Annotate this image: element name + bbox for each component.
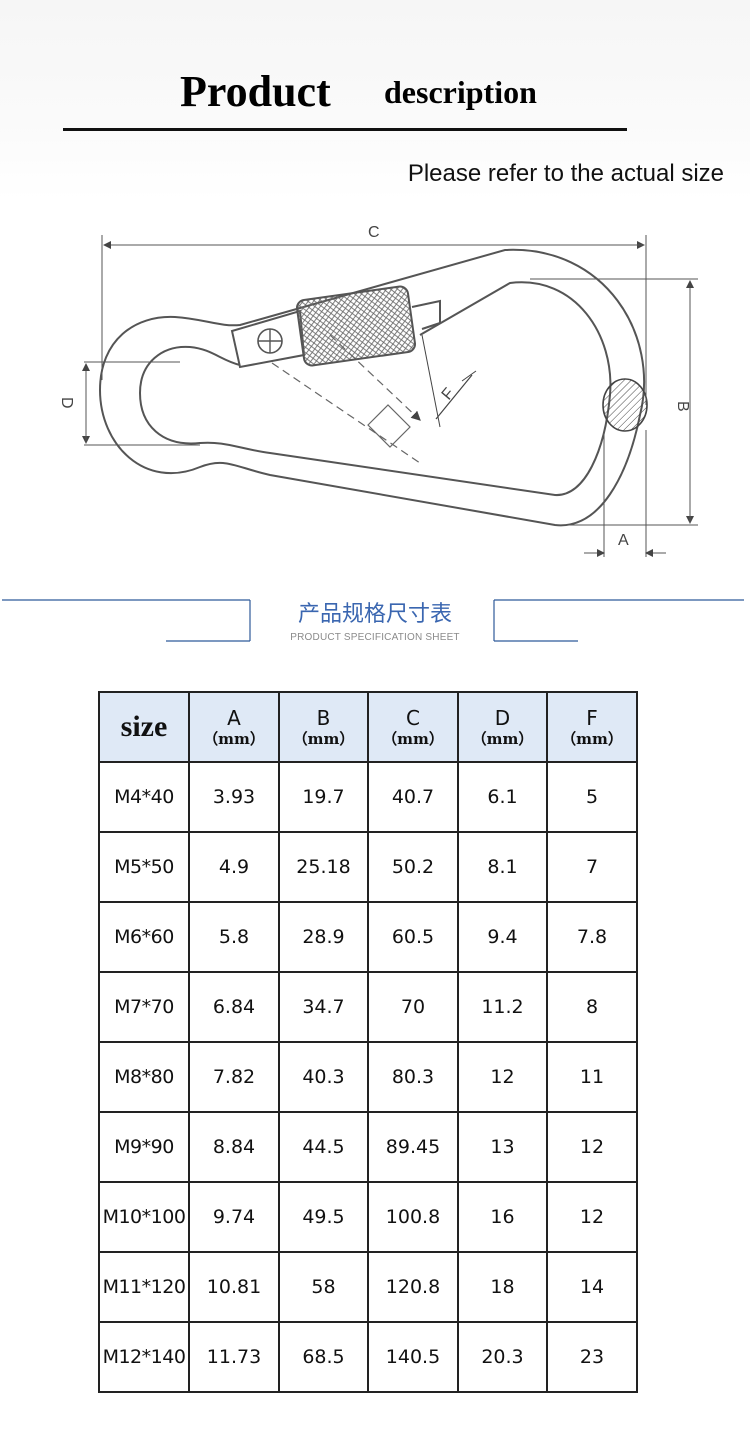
page-title-product: Product [180,67,331,116]
cell-size: M7*70 [98,971,190,1043]
spec-sheet-subtitle: PRODUCT SPECIFICATION SHEET [290,632,460,643]
cell-size: M11*120 [98,1251,190,1323]
page-title-description: description [384,74,537,110]
cell-f: 11 [546,1041,638,1113]
dim-label-f: F [439,385,458,404]
table-row: M9*90 8.84 44.5 89.45 13 12 [98,1111,638,1183]
dim-label-c: C [368,224,380,241]
header-background [0,0,750,200]
cell-d: 20.3 [457,1321,548,1393]
cell-c: 50.2 [367,831,459,903]
cell-c: 70 [367,971,459,1043]
table-row: M7*70 6.84 34.7 70 11.2 8 [98,971,638,1043]
cell-d: 8.1 [457,831,548,903]
cell-c: 100.8 [367,1181,459,1253]
cell-size: M9*90 [98,1111,190,1183]
cell-c: 140.5 [367,1321,459,1393]
cell-size: M8*80 [98,1041,190,1113]
cell-d: 9.4 [457,901,548,973]
cell-b: 28.9 [278,901,369,973]
table-row: M10*100 9.74 49.5 100.8 16 12 [98,1181,638,1253]
knurled-sleeve [295,285,417,367]
cell-a: 9.74 [188,1181,280,1253]
cell-f: 7 [546,831,638,903]
carabiner-diagram: F C B D A [58,224,698,557]
cell-size: M6*60 [98,901,190,973]
carabiner-outer-contour [98,248,645,527]
wire-cross-section [602,378,648,432]
table-row: M5*50 4.9 25.18 50.2 8.1 7 [98,831,638,903]
cell-a: 4.9 [188,831,280,903]
cell-b: 40.3 [278,1041,369,1113]
table-row: M12*140 11.73 68.5 140.5 20.3 23 [98,1321,638,1393]
table-header-row: size A（mm） B（mm） C（mm） D（mm） F（mm） [98,691,638,763]
table-row: M8*80 7.82 40.3 80.3 12 11 [98,1041,638,1113]
cell-d: 13 [457,1111,548,1183]
cell-f: 12 [546,1111,638,1183]
table-row: M11*120 10.81 58 120.8 18 14 [98,1251,638,1323]
cell-d: 11.2 [457,971,548,1043]
cell-a: 11.73 [188,1321,280,1393]
header-b: B（mm） [278,691,369,763]
cell-f: 8 [546,971,638,1043]
cell-b: 25.18 [278,831,369,903]
header-size: size [98,691,190,763]
cell-c: 120.8 [367,1251,459,1323]
cell-a: 3.93 [188,761,280,833]
cell-a: 7.82 [188,1041,280,1113]
spec-sheet-title: 产品规格尺寸表 [297,602,452,627]
header-f: F（mm） [546,691,638,763]
cell-a: 8.84 [188,1111,280,1183]
cell-size: M4*40 [98,761,190,833]
cell-a: 6.84 [188,971,280,1043]
header-c: C（mm） [367,691,459,763]
cell-b: 34.7 [278,971,369,1043]
cell-size: M10*100 [98,1181,190,1253]
cell-size: M5*50 [98,831,190,903]
title-underline [63,128,627,131]
table-row: M4*40 3.93 19.7 40.7 6.1 5 [98,761,638,833]
cell-b: 44.5 [278,1111,369,1183]
cell-b: 58 [278,1251,369,1323]
cell-d: 16 [457,1181,548,1253]
cell-c: 40.7 [367,761,459,833]
cell-f: 7.8 [546,901,638,973]
cell-f: 14 [546,1251,638,1323]
cell-d: 12 [457,1041,548,1113]
spec-table: size A（mm） B（mm） C（mm） D（mm） F（mm） M4*40… [98,691,638,1393]
cell-f: 23 [546,1321,638,1393]
cell-b: 49.5 [278,1181,369,1253]
page-subtitle: Please refer to the actual size [407,160,724,187]
dim-label-b: B [674,401,691,412]
cell-d: 18 [457,1251,548,1323]
cell-c: 89.45 [367,1111,459,1183]
cell-a: 5.8 [188,901,280,973]
cell-f: 12 [546,1181,638,1253]
spec-title-decoration [2,599,744,642]
cell-c: 60.5 [367,901,459,973]
cell-f: 5 [546,761,638,833]
header-d: D（mm） [457,691,548,763]
cell-b: 68.5 [278,1321,369,1393]
dim-label-d: D [58,397,75,409]
cell-c: 80.3 [367,1041,459,1113]
cell-a: 10.81 [188,1251,280,1323]
cell-d: 6.1 [457,761,548,833]
cell-size: M12*140 [98,1321,190,1393]
table-row: M6*60 5.8 28.9 60.5 9.4 7.8 [98,901,638,973]
header-a: A（mm） [188,691,280,763]
dim-label-a: A [618,532,629,549]
cell-b: 19.7 [278,761,369,833]
carabiner-inner-contour [138,281,612,497]
